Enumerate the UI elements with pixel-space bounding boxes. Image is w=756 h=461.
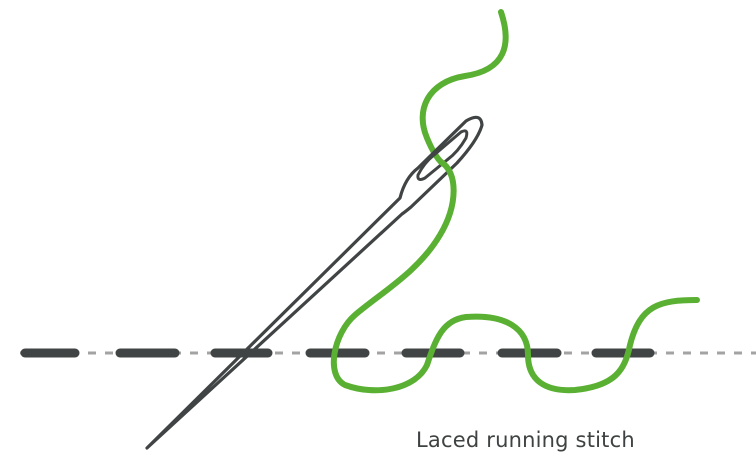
needle-body [147, 117, 482, 448]
needle-icon [147, 117, 482, 448]
diagram-caption: Laced running stitch [416, 428, 635, 452]
